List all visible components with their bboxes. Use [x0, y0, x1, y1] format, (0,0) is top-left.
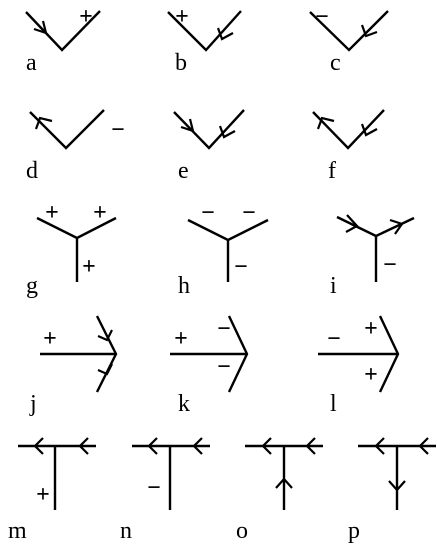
label-j: j — [29, 391, 37, 417]
label-b: b — [175, 50, 187, 76]
junction-d-lines — [29, 109, 105, 150]
junction-p-arrow-right — [418, 437, 429, 455]
junction-a-sign: + — [79, 4, 93, 30]
junction-f: f — [312, 109, 385, 184]
junction-m-sign-stem: + — [36, 482, 50, 508]
junction-o-arrow-left — [261, 437, 272, 455]
junction-n-arrow-right — [192, 437, 203, 455]
junction-p: p — [348, 437, 436, 544]
junction-b-arrow — [216, 27, 234, 41]
junction-o: o — [236, 437, 323, 544]
junction-p-arrow-stem-down — [388, 480, 406, 492]
junction-h-sign-stem: − — [234, 254, 248, 280]
junction-k-sign-upper: − — [217, 316, 231, 342]
label-i: i — [330, 273, 337, 299]
junction-b-sign: + — [175, 4, 189, 30]
junction-l-head — [378, 315, 400, 393]
junction-c: − c — [309, 4, 389, 76]
junction-m-arrow-left — [33, 437, 44, 455]
junction-a-lines — [25, 10, 101, 52]
junction-g: + + + g — [26, 200, 117, 299]
junction-k-sign-shaft: + — [174, 326, 188, 352]
junction-j-arrow-upper — [97, 329, 113, 342]
junction-g-sign-right: + — [93, 200, 107, 226]
junction-j-arrow-lower — [97, 363, 113, 376]
junction-b: + b — [167, 4, 242, 76]
junction-i: − i — [330, 214, 415, 299]
junction-n-arrow-left — [147, 437, 158, 455]
junction-h-sign-left: − — [201, 200, 215, 226]
junction-l: − + + l — [318, 315, 400, 417]
label-h: h — [178, 273, 190, 299]
label-n: n — [120, 518, 132, 544]
junction-c-arrow — [360, 24, 378, 38]
junction-j: + j — [29, 315, 118, 417]
junction-n-sign-stem: − — [147, 475, 161, 501]
junction-c-sign: − — [315, 4, 329, 30]
label-l: l — [330, 391, 337, 417]
junction-f-arrow-in — [360, 123, 378, 137]
junction-k-head — [227, 315, 249, 393]
junction-f-lines — [312, 109, 385, 150]
junction-e-lines — [173, 109, 245, 150]
junction-a-arrow — [33, 20, 48, 35]
junction-b-lines — [167, 10, 242, 52]
label-p: p — [348, 518, 360, 544]
label-o: o — [236, 518, 248, 544]
junction-g-sign-stem: + — [82, 254, 96, 280]
label-f: f — [328, 158, 336, 184]
label-e: e — [178, 158, 189, 184]
junction-j-head — [95, 315, 118, 393]
junction-i-arms — [336, 215, 415, 238]
label-d: d — [26, 158, 38, 184]
junction-e-arrow-in — [180, 118, 195, 133]
junction-h-arms — [187, 218, 269, 242]
label-g: g — [26, 273, 38, 299]
junction-k-sign-lower: − — [217, 354, 231, 380]
junction-m-arrow-right — [78, 437, 89, 455]
junction-m: + m — [8, 437, 96, 544]
junction-k: + − − k — [170, 315, 249, 417]
junction-o-arrow-stem-up — [275, 477, 293, 489]
junction-d: − d — [26, 109, 125, 184]
junction-g-sign-left: + — [45, 200, 59, 226]
label-c: c — [330, 50, 341, 76]
junction-j-sign-shaft: + — [43, 326, 57, 352]
label-a: a — [26, 50, 37, 76]
junction-i-sign-stem: − — [383, 252, 397, 278]
junction-h: − − − h — [178, 200, 269, 299]
junction-o-arrow-right — [305, 437, 316, 455]
junction-i-arrow-out — [389, 218, 404, 235]
junction-d-sign: − — [111, 117, 125, 143]
junction-h-sign-right: − — [242, 200, 256, 226]
junction-l-sign-shaft: − — [327, 326, 341, 352]
junction-a: + a — [25, 4, 101, 76]
junction-i-arrow-in — [345, 214, 359, 233]
label-k: k — [178, 391, 190, 417]
junction-n: − n — [120, 437, 210, 544]
junction-l-sign-lower: + — [364, 362, 378, 388]
junction-l-sign-upper: + — [364, 316, 378, 342]
junction-f-arrow-out — [316, 116, 335, 130]
junction-p-arrow-left — [374, 437, 385, 455]
junction-d-arrow — [34, 116, 53, 130]
label-m: m — [8, 518, 27, 544]
junction-e: e — [173, 109, 245, 184]
junction-e-arrow-out — [218, 125, 236, 139]
junction-c-lines — [309, 10, 389, 52]
